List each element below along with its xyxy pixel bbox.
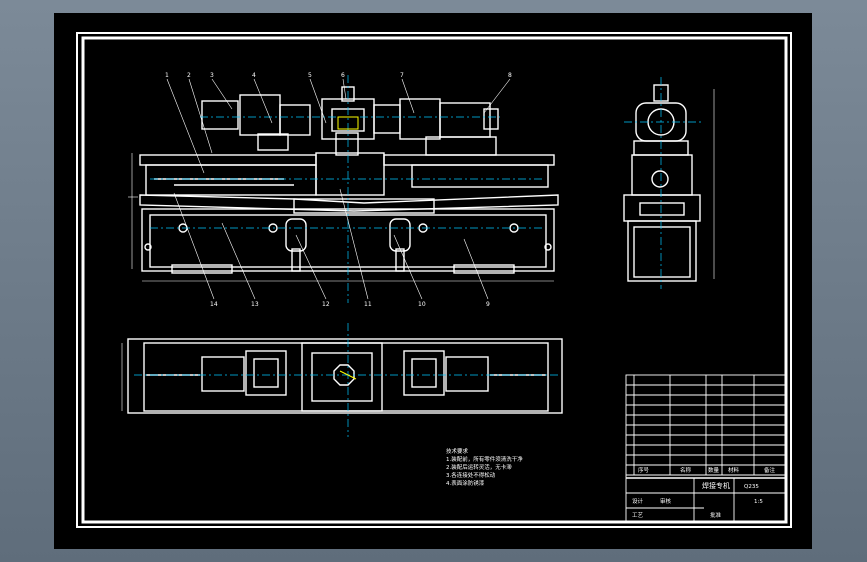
highlight-marks <box>337 116 359 380</box>
notes-line-2: 2.装配后运转灵活，无卡滞 <box>446 463 512 471</box>
balloon-5: 5 <box>308 72 312 79</box>
label-qty: 数量 <box>708 466 720 474</box>
balloon-7: 7 <box>400 72 404 79</box>
notes-title: 技术要求 <box>446 447 469 455</box>
drawing-sheet: 1 2 3 4 5 6 7 8 14 13 12 11 10 9 技术要求 1.… <box>54 13 812 549</box>
sign-review: 审核 <box>660 497 672 505</box>
label-material: 材料 <box>728 466 740 474</box>
drawing-title: 焊接专机 <box>702 481 730 490</box>
cad-drawing: 1 2 3 4 5 6 7 8 14 13 12 11 10 9 技术要求 1.… <box>76 32 792 528</box>
balloon-8: 8 <box>508 72 512 79</box>
label-name: 名称 <box>680 466 692 474</box>
balloon-6: 6 <box>341 72 345 79</box>
drawing-scale: 1:5 <box>754 499 763 505</box>
balloon-1: 1 <box>165 72 169 79</box>
balloon-10: 10 <box>418 301 426 308</box>
balloon-9: 9 <box>486 301 490 308</box>
notes-line-1: 1.装配前，所有零件须清洗干净 <box>446 455 523 463</box>
balloon-11: 11 <box>364 301 372 308</box>
title-block <box>625 374 787 523</box>
drawing-material: Q235 <box>744 484 759 490</box>
sign-design: 设计 <box>632 497 644 505</box>
label-seq: 序号 <box>638 466 650 474</box>
sign-approve: 批准 <box>710 511 722 519</box>
balloon-3: 3 <box>210 72 214 79</box>
notes-line-4: 4.表面涂防锈漆 <box>446 479 485 487</box>
front-view <box>128 86 559 282</box>
top-view <box>121 338 563 414</box>
balloon-13: 13 <box>251 301 259 308</box>
sign-process: 工艺 <box>632 512 644 519</box>
notes-line-3: 3.各连接处不得松动 <box>446 471 496 479</box>
technical-notes: 技术要求 1.装配前，所有零件须清洗干净 2.装配后运转灵活，无卡滞 3.各连接… <box>446 447 523 487</box>
leader-lines <box>166 78 511 300</box>
balloon-12: 12 <box>322 301 330 308</box>
balloon-2: 2 <box>187 72 191 79</box>
side-view <box>623 84 715 282</box>
inner-border <box>81 36 788 524</box>
balloon-14: 14 <box>210 301 218 308</box>
outer-border <box>76 32 792 528</box>
label-remark: 备注 <box>764 466 776 474</box>
balloon-4: 4 <box>252 72 256 79</box>
